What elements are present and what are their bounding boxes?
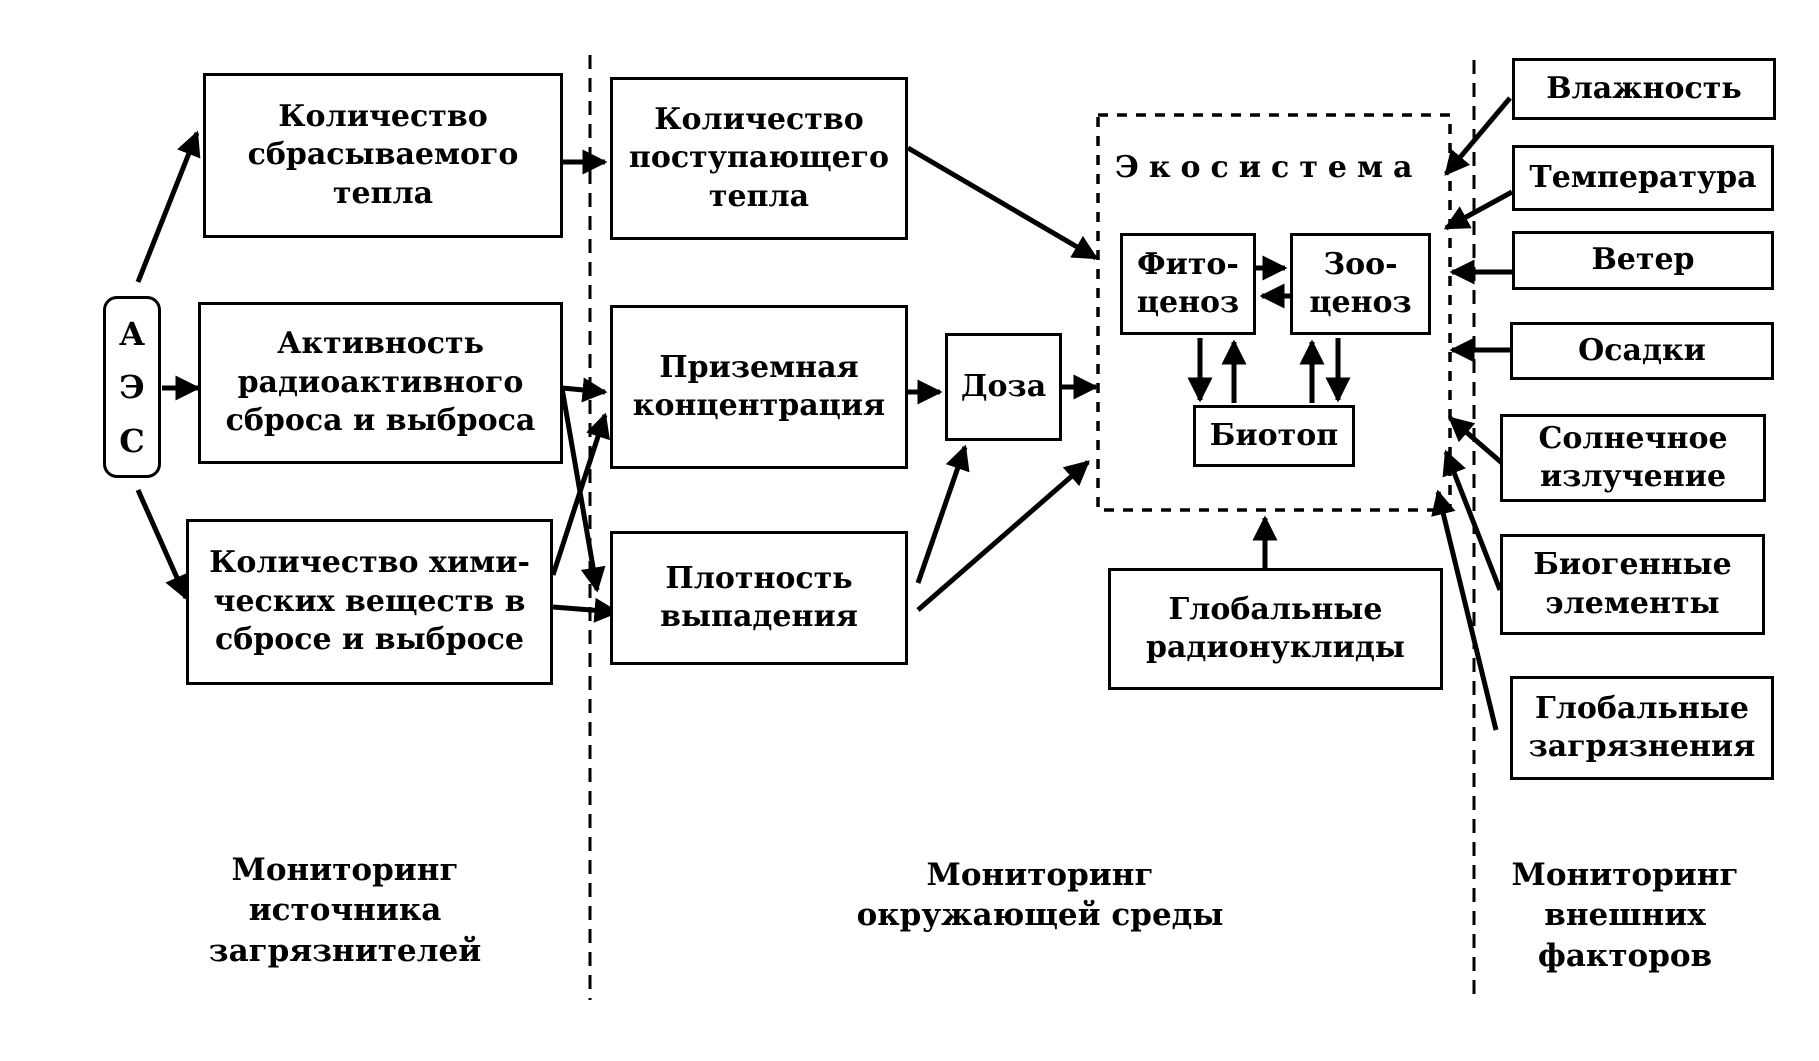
box-ground-concentration: Приземная концентрация bbox=[610, 305, 908, 469]
section-label-environment: Мониторинг окружающей среды bbox=[856, 857, 1224, 934]
box-heat-discharged: Количество сбрасываемого тепла bbox=[203, 73, 563, 238]
factor-temperature: Температура bbox=[1512, 145, 1774, 211]
arrow-fallout-to-dose bbox=[915, 444, 970, 584]
arrow-aes-to-heat bbox=[135, 130, 201, 283]
ecosystem-frame bbox=[1096, 113, 1452, 512]
factor-humidity: Влажность bbox=[1512, 58, 1776, 120]
box-global-radionuclides: Глобальные радионуклиды bbox=[1108, 568, 1443, 690]
arrow-fallout-to-ecosystem bbox=[916, 460, 1090, 612]
factor-precipitation: Осадки bbox=[1510, 322, 1774, 380]
box-radio-activity: Активность радиоактивного сброса и выбро… bbox=[198, 302, 563, 464]
section-label-external: Мониторинг внешних факторов bbox=[1511, 857, 1739, 974]
arrow-chem-to-fallout bbox=[552, 597, 620, 623]
ecosystem-title: Экосистема bbox=[1115, 150, 1423, 185]
factor-biogenic-elements: Биогенные элементы bbox=[1500, 534, 1765, 635]
arrow-humidity bbox=[1444, 96, 1512, 176]
box-fallout-density: Плотность выпадения bbox=[610, 531, 908, 665]
box-zoocenosis: Зоо- ценоз bbox=[1290, 233, 1431, 335]
arrow-aes-to-chem bbox=[135, 488, 189, 601]
box-chem-quantity: Количество хими- ческих веществ в сбросе… bbox=[186, 519, 553, 685]
section-label-source: Мониторинг источника загрязнителей bbox=[208, 852, 482, 969]
factor-global-pollution: Глобальные загрязнения bbox=[1510, 676, 1774, 780]
aes-source-box: А Э С bbox=[103, 296, 161, 478]
box-heat-incoming: Количество поступающего тепла bbox=[610, 77, 908, 240]
factor-solar-radiation: Солнечное излучение bbox=[1500, 414, 1766, 502]
arrow-global-pollution bbox=[1431, 489, 1499, 731]
aes-letter: А bbox=[118, 314, 146, 353]
arrow-radio-to-concentration bbox=[561, 377, 608, 403]
arrow-biogenic bbox=[1442, 449, 1503, 591]
factor-wind: Ветер bbox=[1512, 231, 1774, 290]
box-phytocenosis: Фито- ценоз bbox=[1120, 233, 1256, 335]
arrow-temperature bbox=[1443, 189, 1514, 231]
aes-letter: С bbox=[119, 421, 145, 460]
box-dose: Доза bbox=[945, 333, 1062, 441]
arrow-chem-to-concentration bbox=[550, 412, 610, 576]
arrow-incoming-to-ecosystem bbox=[906, 145, 1099, 261]
aes-letter: Э bbox=[119, 368, 145, 406]
box-biotope: Биотоп bbox=[1193, 405, 1355, 467]
